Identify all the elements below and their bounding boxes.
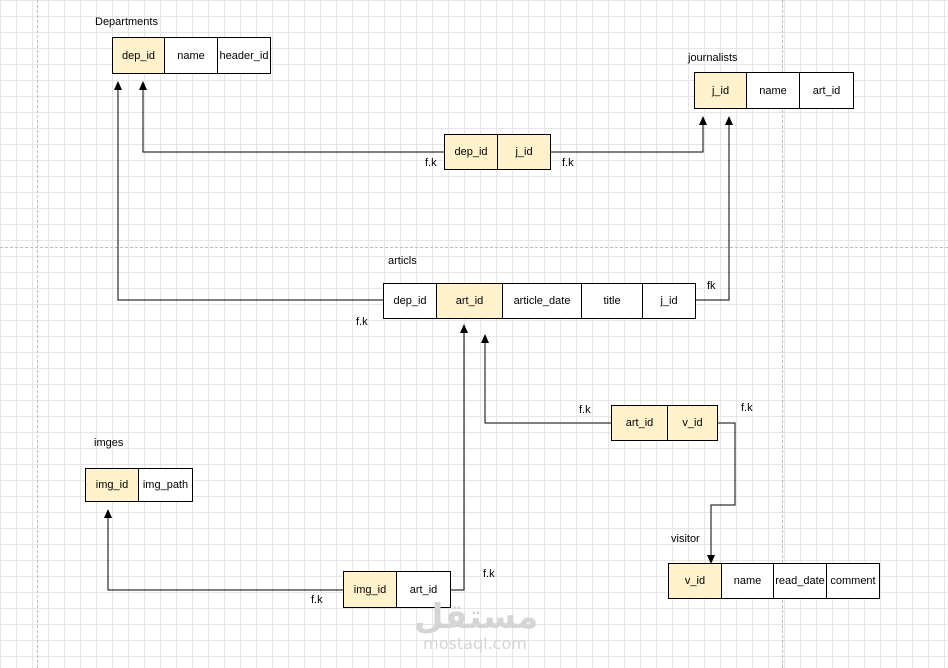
fk-label-articls-j: fk [707, 280, 716, 292]
visitor-column-v-id[interactable]: v_id [669, 564, 722, 598]
watermark-site: mostaql.com [423, 634, 527, 653]
imges-column-img-path[interactable]: img_path [142, 479, 189, 491]
departments-column-name[interactable]: name [165, 38, 218, 73]
journalists-column-art-id[interactable]: art_id [812, 84, 841, 97]
journalists-title: journalists [688, 52, 738, 64]
articls-column-art-id[interactable]: art_id [437, 284, 503, 318]
fk-label-dj-right: f.k [562, 157, 574, 169]
edge-dj-to-journalists[interactable] [549, 116, 707, 153]
visitor-column-read-date[interactable]: read_date [774, 564, 827, 598]
img-article-table[interactable]: img_id art_id [343, 571, 451, 608]
departments-title: Departments [95, 16, 158, 28]
articls-column-j-id[interactable]: j_id [660, 295, 678, 307]
journalists-column-j-id[interactable]: j_id [695, 73, 747, 108]
page-break-middle [0, 247, 948, 248]
dep-journalist-column-dep-id[interactable]: dep_id [445, 135, 498, 169]
page-break-right [782, 0, 783, 668]
dep-journalist-column-j-id[interactable]: j_id [498, 135, 550, 169]
img-article-column-art-id[interactable]: art_id [409, 583, 438, 596]
articls-column-article-date[interactable]: article_date [503, 284, 582, 318]
fk-label-ia-left: f.k [311, 594, 323, 606]
departments-column-header-id[interactable]: header_id [219, 49, 269, 62]
visitor-column-comment[interactable]: comment [830, 575, 876, 587]
fk-label-av-left: f.k [579, 404, 591, 416]
img-article-column-img-id[interactable]: img_id [344, 572, 397, 607]
articls-column-dep-id[interactable]: dep_id [384, 284, 437, 318]
article-visitor-column-v-id[interactable]: v_id [668, 406, 717, 440]
edge-ia-to-articls[interactable] [449, 324, 468, 591]
edge-av-to-articls[interactable] [481, 334, 611, 424]
edge-articls-to-departments[interactable] [114, 81, 383, 301]
page-break-left [37, 0, 38, 668]
fk-label-dj-left: f.k [425, 157, 437, 169]
articls-column-title[interactable]: title [582, 284, 643, 318]
fk-label-articls-dep: f.k [356, 316, 368, 328]
visitor-column-name[interactable]: name [722, 564, 774, 598]
edge-articls-to-journalists[interactable] [694, 116, 733, 301]
imges-column-img-id[interactable]: img_id [86, 469, 139, 501]
departments-column-dep-id[interactable]: dep_id [113, 38, 165, 73]
imges-title: imges [94, 437, 124, 449]
journalists-column-name[interactable]: name [747, 73, 800, 108]
article-visitor-column-art-id[interactable]: art_id [612, 406, 668, 440]
edge-dj-to-departments[interactable] [139, 81, 444, 153]
visitor-title: visitor [671, 533, 700, 545]
fk-label-av-right: f.k [741, 402, 753, 414]
edge-ia-to-imges[interactable] [104, 509, 343, 591]
articls-title: articls [388, 255, 417, 267]
fk-label-ia-right: f.k [483, 568, 495, 580]
watermark-logo: مستقل [414, 597, 539, 637]
edge-av-to-visitor[interactable] [707, 422, 736, 564]
